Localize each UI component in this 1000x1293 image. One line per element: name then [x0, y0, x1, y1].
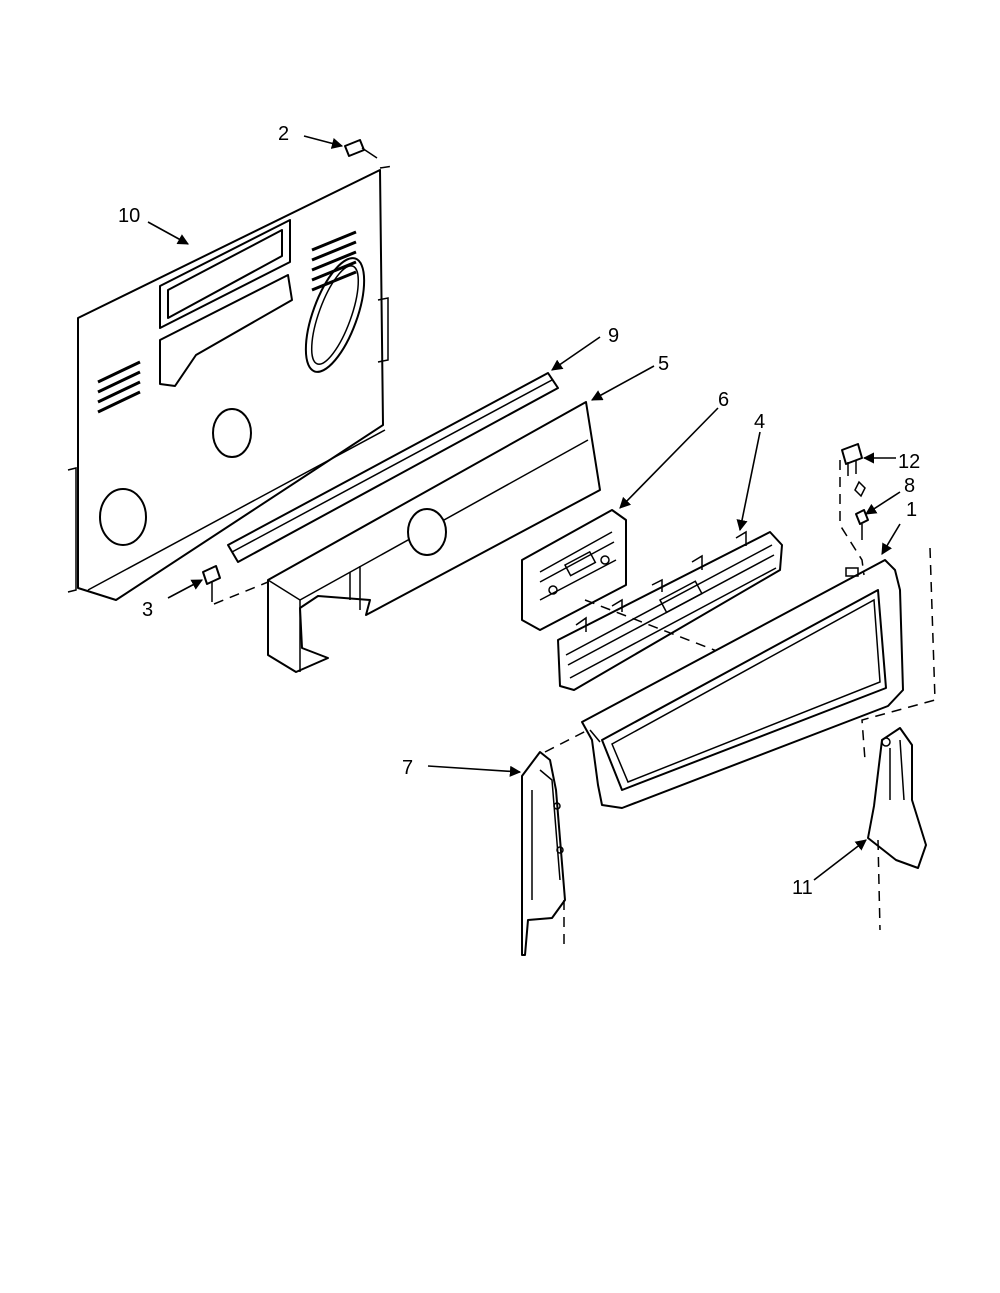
display-panel-part: [557, 530, 783, 691]
callout-11: 11: [792, 877, 813, 899]
callout-8: 8: [904, 475, 915, 497]
leader-11: [813, 839, 867, 881]
callout-7: 7: [402, 757, 413, 779]
rear-panel-part: [67, 169, 389, 601]
leader-9: [551, 336, 601, 371]
callout-labels: 2 10 9 5 6 4 3 12 8 1 7 11: [118, 123, 920, 899]
callout-9: 9: [608, 325, 619, 347]
trim-alignment-line: [861, 547, 936, 761]
callout-3: 3: [142, 599, 153, 621]
leader-1: [881, 523, 901, 555]
callout-1: 1: [906, 499, 917, 521]
callout-2: 2: [278, 123, 289, 145]
screw-part: [344, 139, 378, 159]
clip-slot: [845, 567, 859, 577]
leader-5: [591, 365, 655, 401]
screw-alignment-line: [379, 165, 394, 169]
leader-6: [619, 407, 719, 509]
left-endcap-part: [521, 751, 566, 956]
leader-7: [427, 765, 522, 777]
leader-8: [865, 491, 901, 515]
leader-10: [147, 221, 189, 245]
callout-leaders: [147, 135, 901, 881]
callout-12: 12: [898, 451, 920, 473]
screw-part-right: [855, 509, 869, 540]
bracket-strip-part: [227, 372, 559, 563]
leader-4: [736, 431, 761, 532]
clip-alignment-line: [839, 460, 865, 576]
small-screw-alignment-line: [213, 581, 269, 605]
right-endcap-part: [867, 727, 927, 869]
control-board-part: [521, 509, 627, 631]
display-alignment-line: [584, 599, 741, 661]
left-endcap-alignment-line: [544, 729, 589, 753]
callout-10: 10: [118, 205, 140, 227]
small-screw-part: [202, 565, 221, 602]
trim-frame-part: [581, 559, 904, 809]
leader-2: [303, 135, 344, 149]
callout-4: 4: [754, 411, 765, 433]
callout-6: 6: [718, 389, 729, 411]
callout-5: 5: [658, 353, 669, 375]
leader-3: [167, 579, 203, 599]
clip-part: [841, 443, 866, 498]
right-endcap-lower-line: [877, 839, 881, 931]
control-bracket-part: [267, 401, 601, 673]
